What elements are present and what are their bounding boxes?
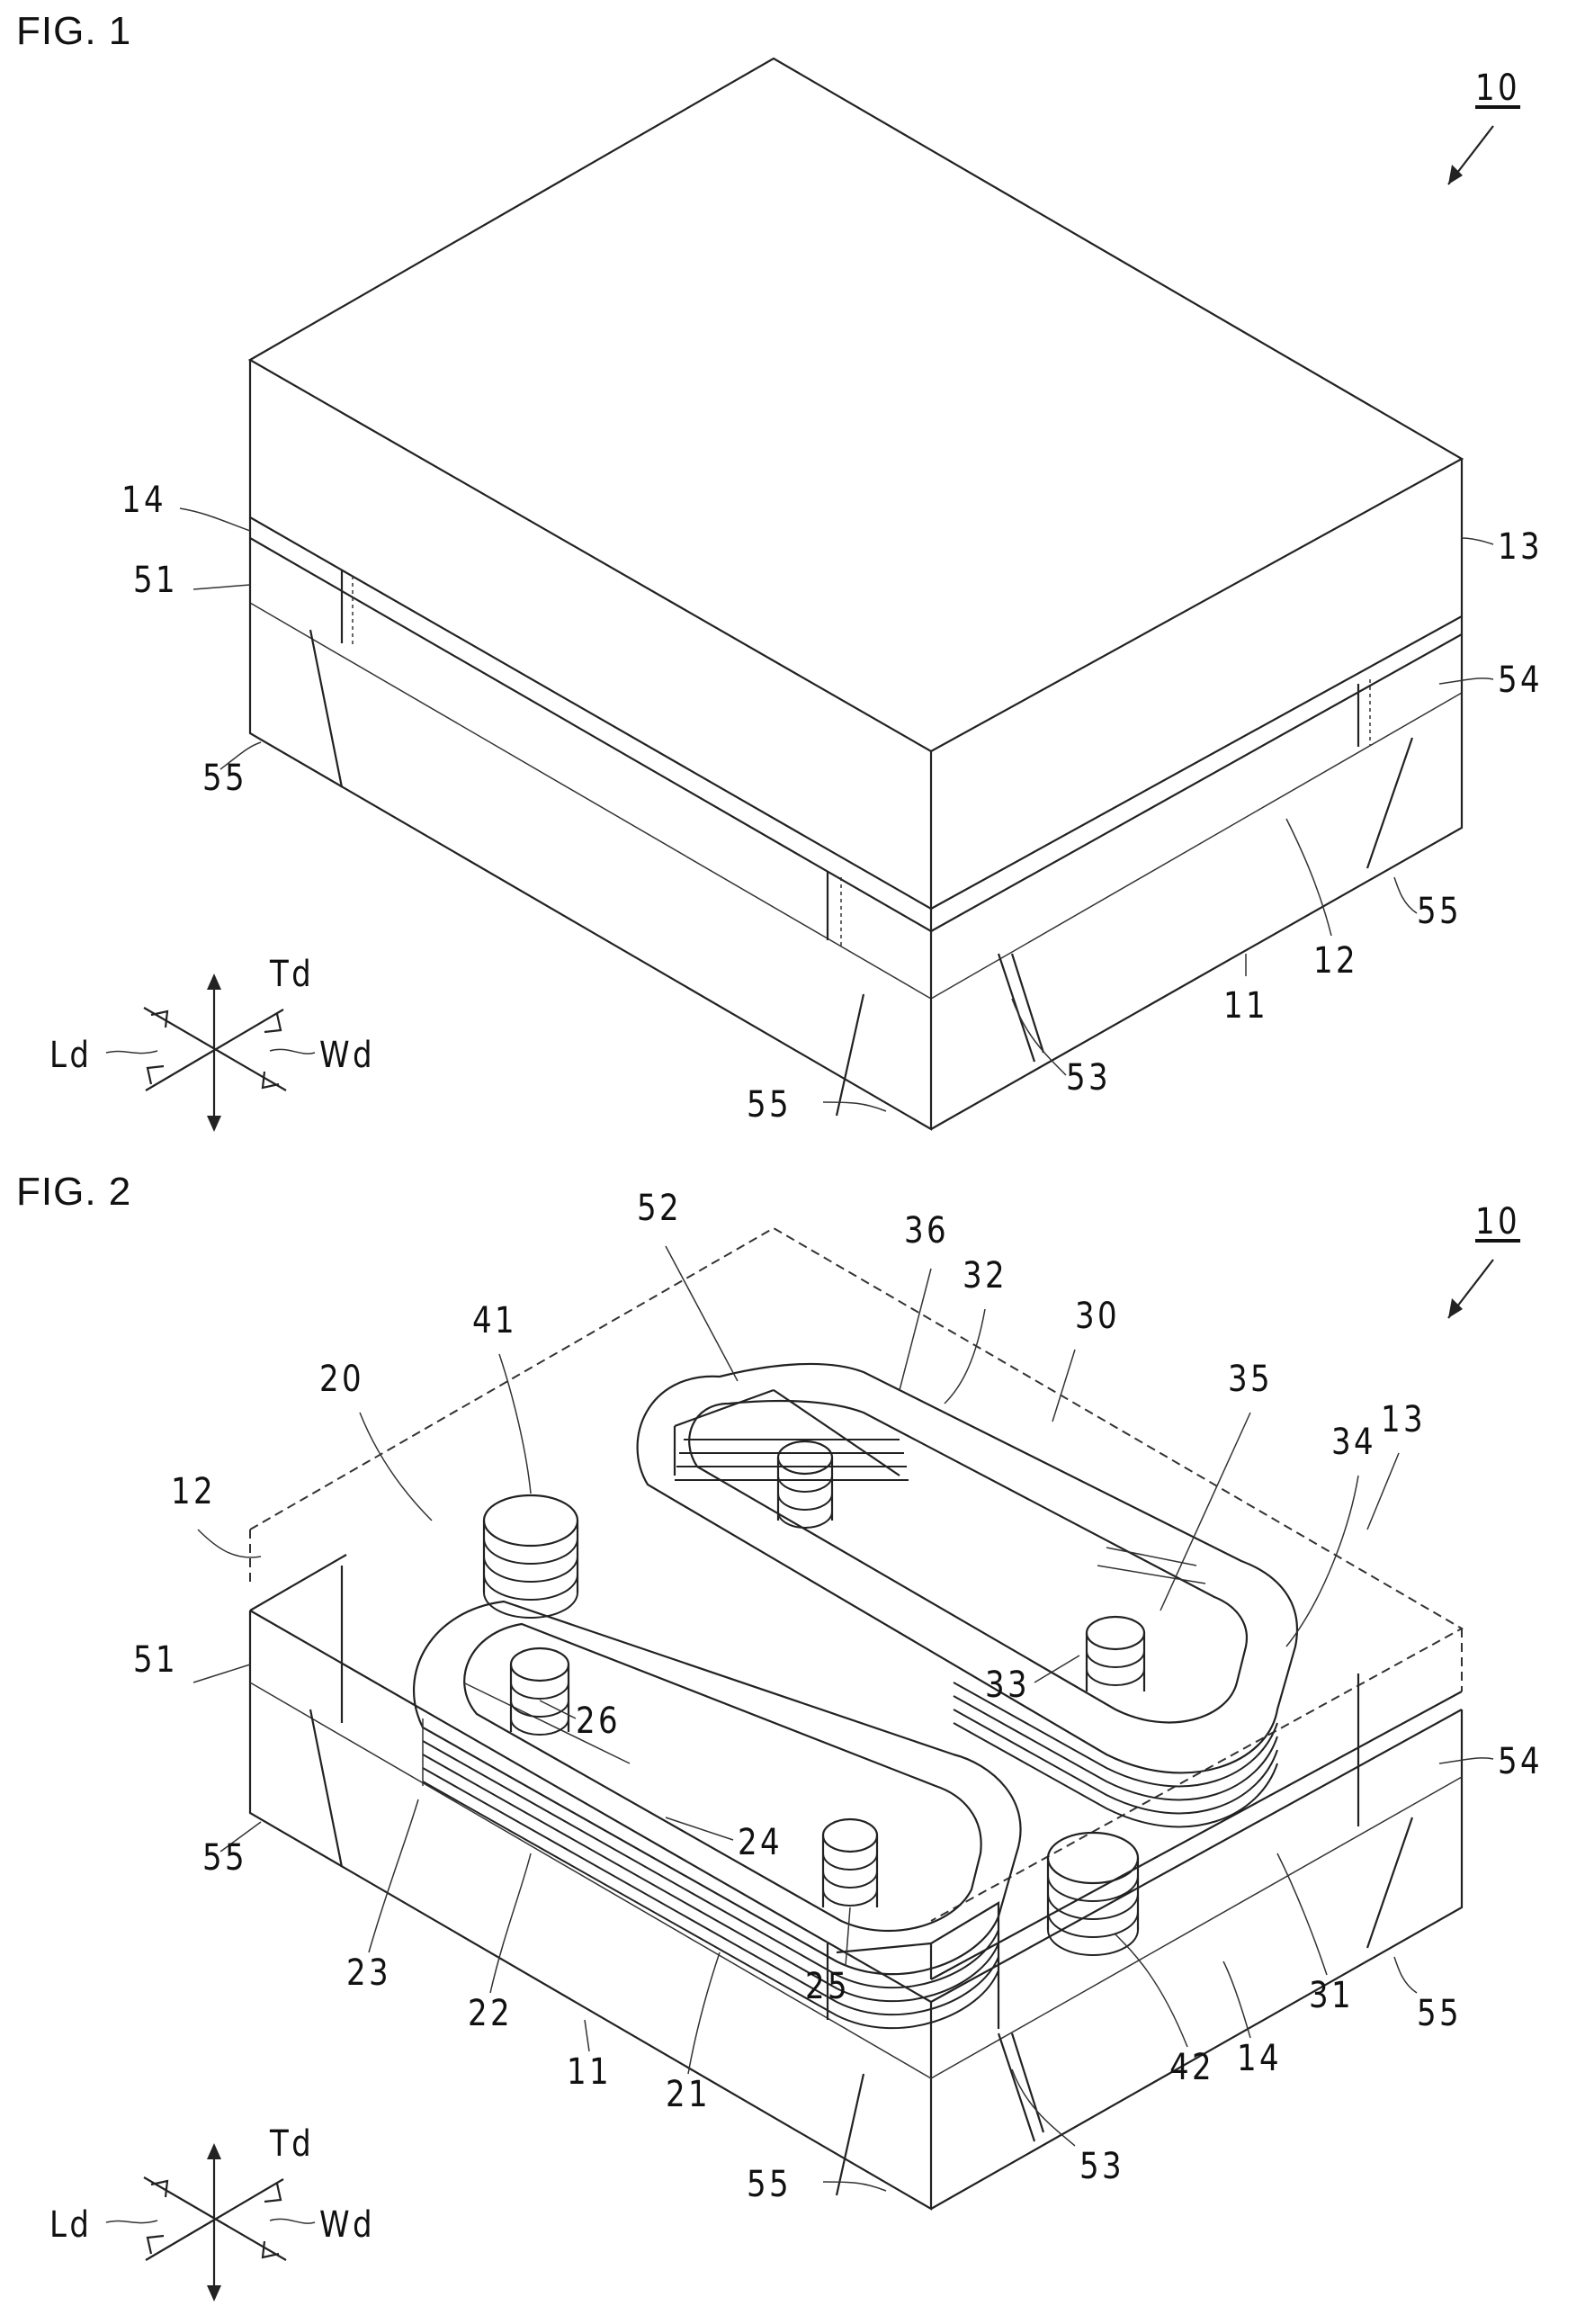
fig2-ref-36: 36: [904, 1210, 949, 1252]
pillar-26: [511, 1648, 569, 1735]
fig2-ref-21: 21: [666, 2074, 711, 2115]
fig2-ref-24: 24: [738, 1822, 783, 1863]
fig2-ref-53: 53: [1079, 2146, 1124, 2187]
fig2-ref-34: 34: [1331, 1422, 1376, 1463]
fig2-ref-31: 31: [1309, 1975, 1354, 2016]
pillar-35: [1087, 1617, 1144, 1691]
pillar-36: [778, 1441, 832, 1528]
fig2-ref-14: 14: [1237, 2038, 1282, 2079]
fig2-ref-41: 41: [472, 1300, 517, 1341]
fig2-ref-55-front: 55: [747, 2164, 792, 2205]
fig2-ref-54: 54: [1498, 1741, 1543, 1782]
fig2-ref-55-right: 55: [1417, 1993, 1462, 2034]
fig2-ref-52: 52: [637, 1188, 682, 1229]
pillar-25: [823, 1819, 877, 1907]
fig2-ref-23: 23: [346, 1952, 391, 1994]
fig2-ref-42: 42: [1169, 2047, 1214, 2088]
fig2-ref-22: 22: [468, 1993, 513, 2034]
coil-30: [638, 1364, 1297, 1826]
pillar-41: [484, 1495, 578, 1618]
fig2-ref-20: 20: [319, 1359, 364, 1400]
fig2-ref-35: 35: [1228, 1359, 1273, 1400]
fig2-ref-25: 25: [805, 1966, 850, 2007]
fig2-ref-13: 13: [1381, 1399, 1426, 1440]
fig2-ref-55-left: 55: [202, 1837, 247, 1879]
fig2-ref-33: 33: [985, 1664, 1030, 1706]
fig2-ref-30: 30: [1075, 1296, 1120, 1337]
fig2-axis-icon: [106, 2143, 315, 2302]
pillar-42: [1048, 1833, 1138, 1955]
fig2-ref-51: 51: [133, 1639, 178, 1681]
fig2-axis-ld: Ld: [49, 2204, 92, 2246]
fig2-axis-td: Td: [270, 2123, 314, 2165]
fig2-ref-32: 32: [963, 1255, 1007, 1297]
fig2-ref-11: 11: [567, 2051, 612, 2093]
fig2-axis-wd: Wd: [319, 2204, 375, 2246]
fig2-ref-12: 12: [171, 1471, 216, 1512]
fig2-ref-26: 26: [576, 1700, 621, 1742]
coil-20: [414, 1602, 1021, 2028]
